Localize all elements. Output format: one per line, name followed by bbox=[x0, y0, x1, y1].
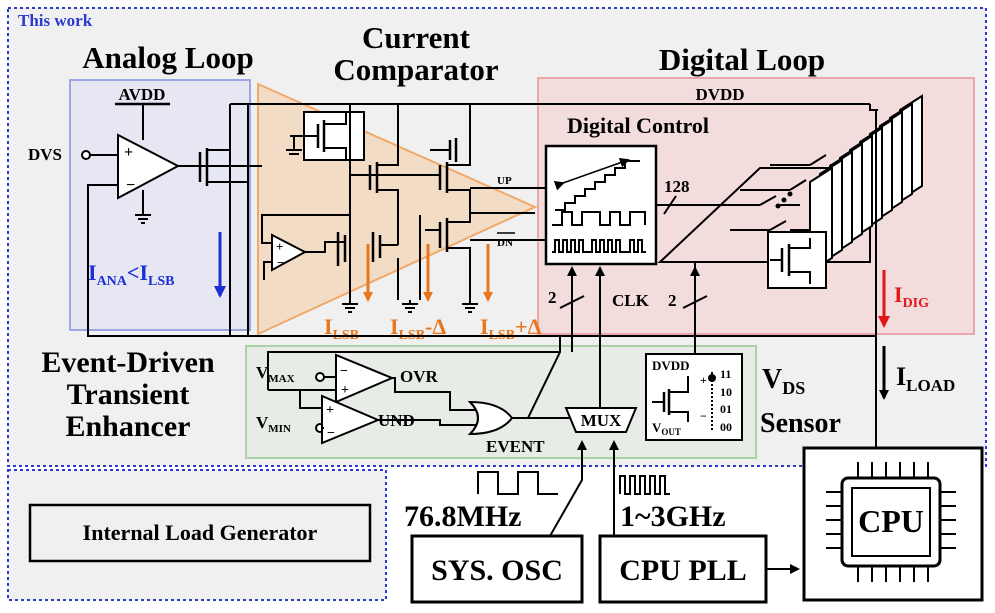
comparator-opamp bbox=[271, 233, 308, 272]
svg-text:+: + bbox=[326, 403, 334, 418]
staircase-arrow bbox=[553, 157, 630, 191]
event-label: EVENT bbox=[486, 437, 545, 456]
clk-label: CLK bbox=[612, 291, 650, 310]
comparator-und bbox=[321, 394, 381, 445]
vmax-label: VMAX bbox=[256, 363, 295, 385]
svg-text:−: − bbox=[126, 177, 135, 194]
bus-128-label: 128 bbox=[664, 177, 690, 196]
mux-block bbox=[564, 407, 638, 433]
cpu-chip-icon bbox=[826, 462, 956, 582]
sensor-code-01: 01 bbox=[720, 402, 732, 416]
dvdd-label: DVDD bbox=[695, 85, 744, 104]
sensor-vout-label: VOUT bbox=[652, 420, 681, 437]
sensor-code-11: 11 bbox=[720, 367, 731, 381]
dn-label: DN bbox=[497, 237, 513, 249]
vmax-terminal bbox=[315, 372, 325, 382]
cpu-label: CPU bbox=[858, 503, 924, 539]
cpu-pll-waveform bbox=[619, 475, 670, 495]
bus-2-label-b: 2 bbox=[668, 291, 677, 310]
svg-text:−: − bbox=[340, 364, 348, 379]
vmin-label: VMIN bbox=[256, 413, 291, 435]
mux-label: MUX bbox=[581, 411, 622, 430]
enhancer-title-line1: Event-Driven bbox=[41, 346, 215, 379]
pulse-waveform-2 bbox=[552, 239, 646, 253]
sensor-label: Sensor bbox=[760, 408, 841, 439]
or-gate bbox=[467, 400, 514, 436]
dvs-label: DVS bbox=[28, 145, 62, 164]
bus-2-label-a: 2 bbox=[548, 288, 557, 307]
ovr-label: OVR bbox=[400, 367, 439, 386]
i-load-label: ILOAD bbox=[896, 362, 955, 395]
enhancer-title-line3: Enhancer bbox=[65, 410, 190, 443]
svg-text:−: − bbox=[327, 426, 335, 441]
analog-loop-box bbox=[69, 79, 251, 331]
sys-osc-waveform bbox=[477, 471, 558, 495]
i-dig-label: IDIG bbox=[894, 282, 929, 311]
analog-opamp bbox=[117, 133, 181, 200]
avdd-label: AVDD bbox=[119, 85, 166, 104]
svg-text:+: + bbox=[341, 383, 349, 398]
sensor-code-00: 00 bbox=[720, 420, 732, 434]
sensor-code-10: 10 bbox=[720, 385, 732, 399]
svg-text:+: + bbox=[124, 144, 133, 161]
svg-text:+: + bbox=[276, 239, 283, 254]
digital-loop-title: Digital Loop bbox=[659, 42, 825, 77]
comparator-ovr bbox=[335, 353, 395, 404]
svg-text:+: + bbox=[700, 373, 707, 387]
comparator-title-line2: Comparator bbox=[333, 52, 499, 87]
comparator-grounds bbox=[342, 300, 478, 313]
up-label: UP bbox=[497, 175, 512, 187]
internal-load-label: Internal Load Generator bbox=[83, 520, 318, 545]
analog-loop-title: Analog Loop bbox=[82, 40, 253, 75]
internal-load-block bbox=[28, 503, 372, 563]
cpu-pll-frequency: 1~3GHz bbox=[620, 500, 726, 533]
this-work-label: This work bbox=[18, 11, 93, 30]
sys-osc-frequency: 76.8MHz bbox=[404, 500, 521, 533]
comparator-title-line1: Current bbox=[362, 20, 471, 55]
digital-control-title: Digital Control bbox=[567, 113, 709, 138]
dvs-terminal bbox=[81, 150, 91, 160]
vds-label: VDS bbox=[762, 364, 805, 398]
cpu-pll-label: CPU PLL bbox=[619, 554, 747, 587]
svg-text:−: − bbox=[277, 255, 284, 270]
i-ana-label: IANA<ILSB bbox=[88, 260, 174, 289]
mirror-transistors bbox=[349, 104, 535, 300]
enhancer-title-line2: Transient bbox=[67, 378, 190, 411]
pulse-waveform-1 bbox=[552, 211, 646, 226]
svg-text:−: − bbox=[700, 409, 707, 423]
sensor-dvdd-label: DVDD bbox=[652, 358, 690, 373]
sys-osc-block bbox=[410, 534, 584, 604]
sys-osc-label: SYS. OSC bbox=[431, 554, 563, 587]
cpu-outer-box bbox=[802, 446, 984, 602]
cpu-pll-block bbox=[598, 534, 768, 604]
